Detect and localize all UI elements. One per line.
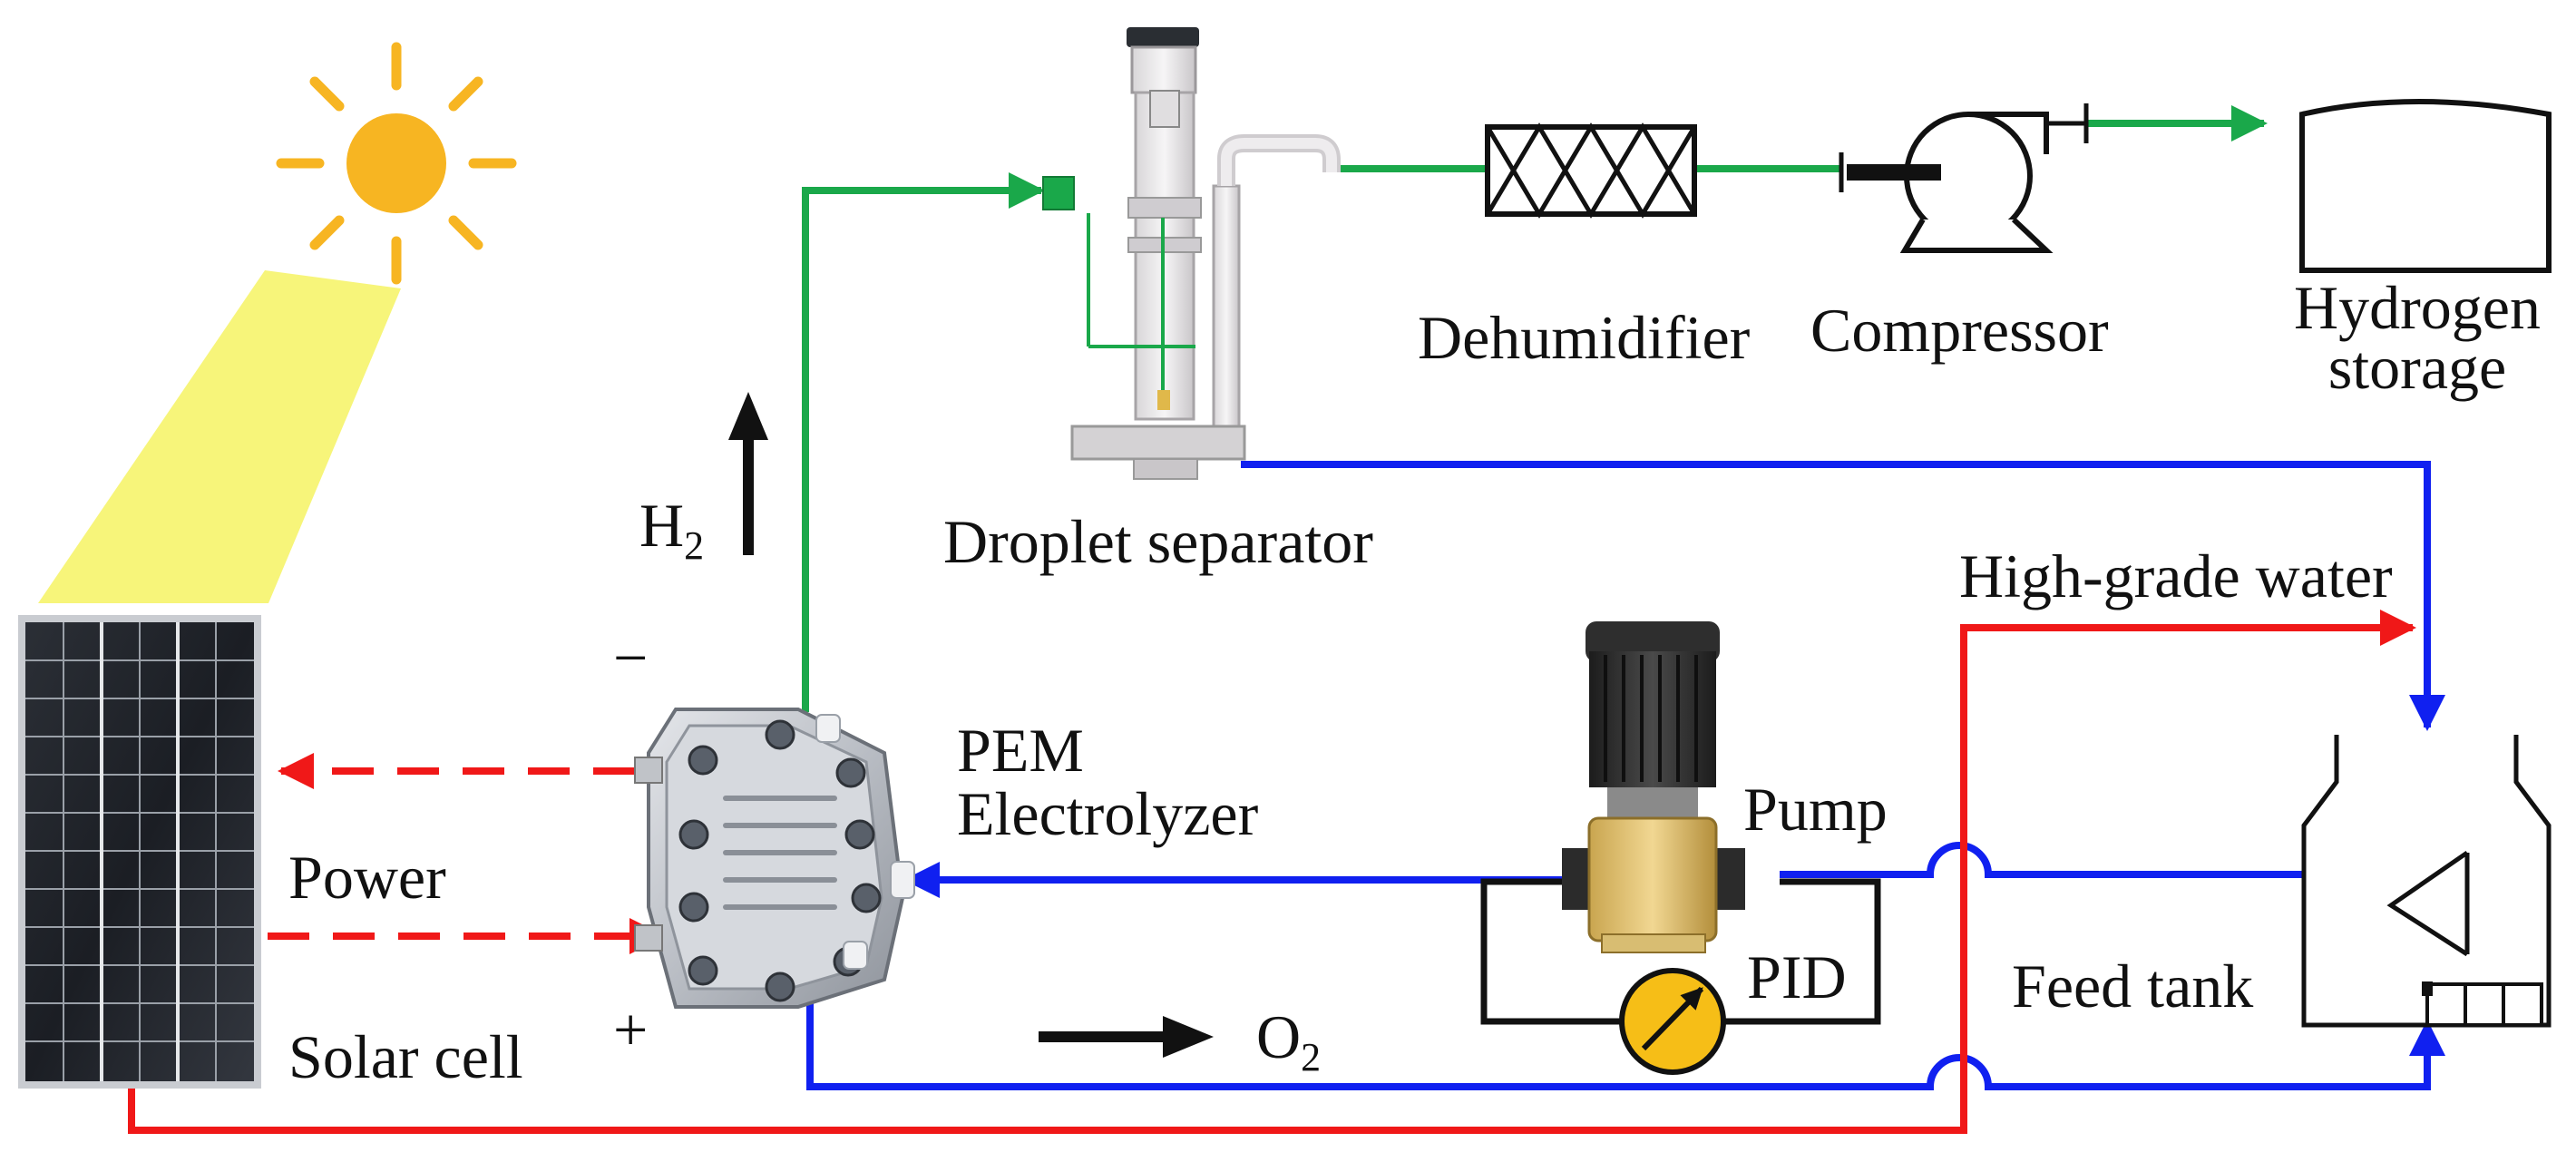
water-lines (806, 461, 2445, 1090)
feed-tank-label: Feed tank (2012, 952, 2253, 1020)
droplet-separator-icon (1042, 27, 1341, 480)
pem-label-2: Electrolyzer (957, 779, 1259, 848)
h2-direction-arrow (728, 392, 768, 555)
solar-panel-icon (18, 615, 261, 1089)
hydrogen-lines (802, 105, 2268, 712)
hydrogen-storage-label-2: storage (2328, 333, 2506, 402)
compressor-icon (1839, 103, 2089, 253)
o2-label: O2 (1256, 1002, 1321, 1079)
pump-icon (1562, 621, 1745, 953)
dehumidifier-label: Dehumidifier (1418, 303, 1751, 372)
compressor-label: Compressor (1810, 296, 2109, 365)
feed-tank-icon (2301, 735, 2552, 1028)
pid-label: PID (1747, 942, 1847, 1011)
minus-terminal-label: − (613, 623, 648, 692)
hydrogen-storage-label-1: Hydrogen (2294, 273, 2541, 342)
pem-label-1: PEM (957, 716, 1084, 785)
pump-label: Pump (1743, 775, 1888, 844)
storage-tank-icon (2299, 99, 2552, 273)
sun-icon (38, 42, 517, 603)
h2-label: H2 (639, 491, 704, 568)
pid-loop-lines (1480, 878, 1881, 1025)
dehumidifier-icon (1485, 122, 1697, 219)
solar-cell-label: Solar cell (288, 1022, 523, 1091)
power-label: Power (288, 843, 446, 912)
pid-gauge-icon (1619, 968, 1726, 1075)
o2-direction-arrow (1039, 1016, 1214, 1058)
high-grade-water-label: High-grade water (1959, 542, 2393, 610)
droplet-separator-label: Droplet separator (943, 507, 1373, 576)
plus-terminal-label: + (613, 995, 648, 1064)
electrolyzer-icon (634, 708, 915, 1009)
power-lines (128, 610, 2416, 1134)
